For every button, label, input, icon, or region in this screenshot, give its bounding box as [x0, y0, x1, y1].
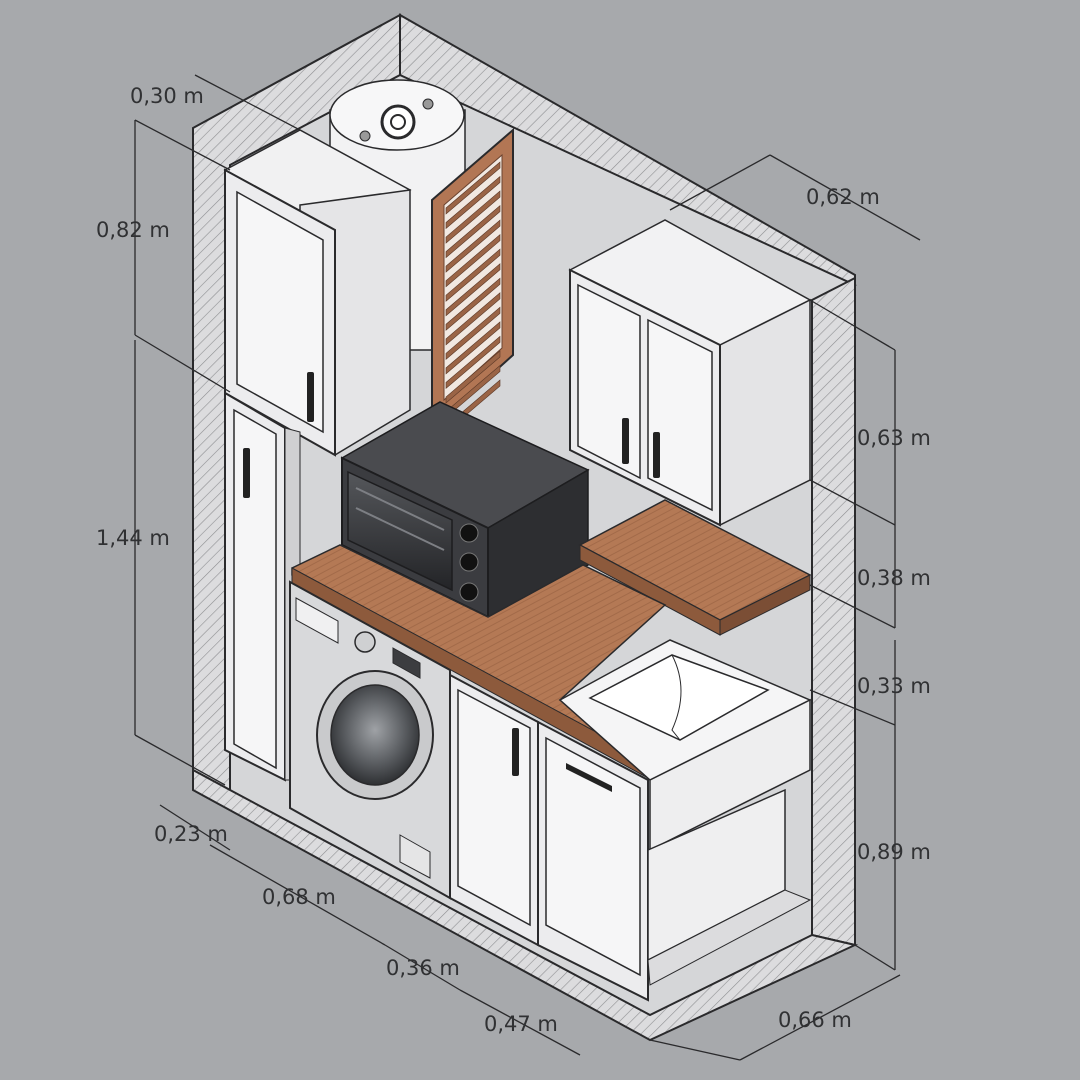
oven-knob-2: [459, 552, 479, 572]
dim-label-shelf-gap: 0,38 m: [857, 566, 931, 590]
oven-knob-3: [459, 582, 479, 602]
wall-cabinet-handle-left: [622, 418, 629, 464]
upper-left-cabinet-handle: [307, 372, 314, 422]
dim-label-cabinet-width-2: 0,47 m: [484, 1012, 558, 1036]
tall-cabinet-handle: [243, 448, 250, 498]
louver-slat: [445, 306, 501, 360]
dimension-lines: [134, 74, 921, 1061]
utility-sink: [558, 639, 812, 852]
washer-display: [392, 647, 421, 679]
louver-slat: [445, 292, 501, 346]
oven-knob-1: [459, 523, 479, 543]
louver-slat: [445, 190, 501, 244]
washing-machine: [289, 580, 451, 900]
louver-slat: [445, 175, 501, 230]
toaster-oven: [340, 401, 590, 619]
dim-label-cabinet-width-1: 0,36 m: [386, 956, 460, 980]
base-cabinets: [449, 673, 812, 1002]
louver-slat: [445, 248, 501, 302]
base-cabinet-handle-1: [512, 728, 519, 776]
louver-slat: [445, 350, 501, 404]
louver-slat: [445, 277, 501, 331]
louver-slat: [445, 161, 501, 215]
upper-left-cabinet: [223, 129, 412, 457]
dim-label-tall-height: 1,44 m: [96, 526, 170, 550]
wall-cabinet-handle-right: [653, 432, 660, 478]
base-cabinet-handle-2: [566, 763, 612, 792]
louver-door: [431, 127, 514, 433]
dim-label-base-height: 0,89 m: [857, 840, 931, 864]
wall-cabinet-right: [568, 219, 812, 527]
wood-shelf: [578, 499, 812, 636]
tall-left-cabinet: [224, 391, 301, 782]
dim-label-top-depth: 0,30 m: [130, 84, 204, 108]
louver-slat: [445, 321, 501, 375]
louver-slat: [445, 204, 501, 259]
right-wall-section: [811, 276, 856, 947]
washer-drum: [330, 684, 420, 786]
dim-label-sink-gap: 0,33 m: [857, 674, 931, 698]
floor-section: [192, 768, 859, 1042]
louver-slat: [445, 263, 501, 317]
dim-label-washer-width: 0,68 m: [262, 885, 336, 909]
louver-slat: [445, 335, 501, 390]
louver-slats: [445, 161, 501, 433]
louver-slat: [445, 219, 501, 273]
washer-dial: [354, 631, 376, 653]
dim-label-wall-cabinet-height: 0,63 m: [857, 426, 931, 450]
louver-slat: [445, 234, 501, 288]
dim-label-right-depth: 0,62 m: [806, 185, 880, 209]
dim-label-upper-height: 0,82 m: [96, 218, 170, 242]
dim-label-right-width: 0,66 m: [778, 1008, 852, 1032]
dim-label-bottom-depth: 0,23 m: [154, 822, 228, 846]
